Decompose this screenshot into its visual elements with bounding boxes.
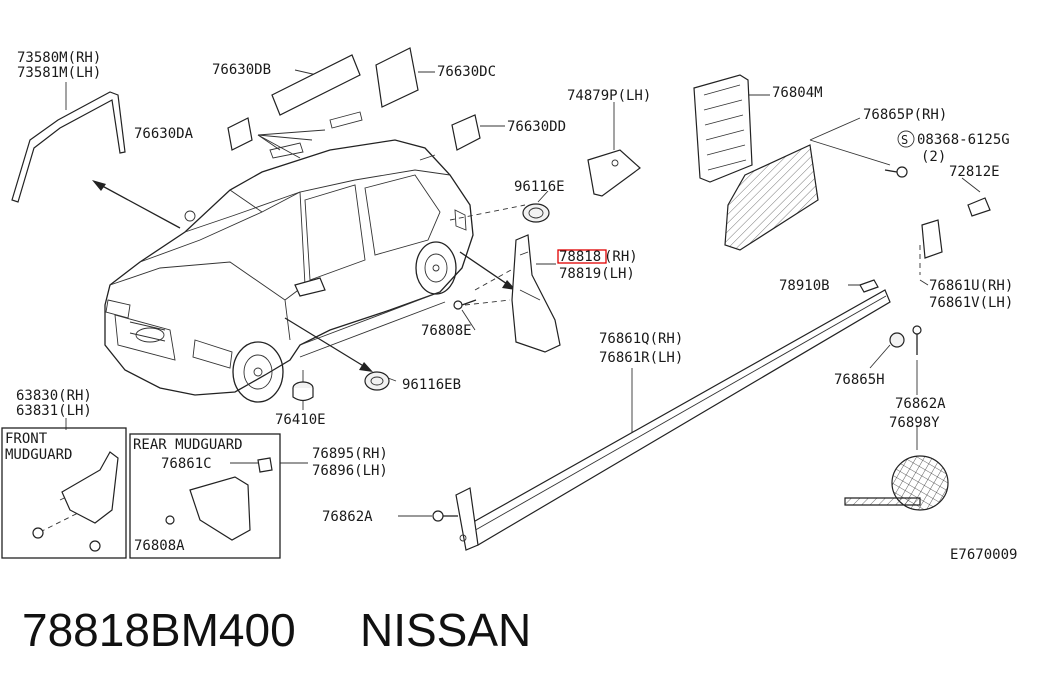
- part-08368-screw[interactable]: [884, 166, 908, 178]
- part-72812e-clip[interactable]: [967, 197, 991, 217]
- label-76630da[interactable]: 76630DA: [134, 126, 194, 142]
- label-76861q[interactable]: 76861Q(RH): [599, 331, 683, 347]
- label-08368[interactable]: 08368-6125G: [917, 132, 1010, 148]
- rear-mudguard-box: [129, 433, 281, 559]
- label-08368-symbol: S: [901, 133, 908, 147]
- label-76861c[interactable]: 76861C: [161, 456, 212, 472]
- label-76898y[interactable]: 76898Y: [889, 415, 940, 431]
- label-63830[interactable]: 63830(RH): [16, 388, 92, 404]
- label-76896[interactable]: 76896(LH): [312, 463, 388, 479]
- part-76862a-screw-right[interactable]: [912, 325, 922, 355]
- footer-brand: NISSAN: [360, 604, 531, 656]
- part-76861q-sill[interactable]: [455, 289, 891, 551]
- label-76630dc[interactable]: 76630DC: [437, 64, 496, 80]
- label-76861v[interactable]: 76861V(LH): [929, 295, 1013, 311]
- leader-lines: [39, 69, 981, 533]
- part-96116e-grommet[interactable]: [522, 203, 550, 223]
- footer-part-number: 78818BM400: [22, 604, 296, 656]
- part-76862a-screw-left[interactable]: [432, 510, 458, 522]
- part-78910b-clip[interactable]: [859, 279, 879, 293]
- label-76808e[interactable]: 76808E: [421, 323, 472, 339]
- label-96116e[interactable]: 96116E: [514, 179, 565, 195]
- part-76804m-vent[interactable]: [693, 74, 753, 183]
- part-96116eb-grommet[interactable]: [364, 371, 390, 391]
- label-08368-qty: (2): [921, 149, 946, 165]
- front-mudguard-title-1: FRONT: [5, 431, 48, 447]
- standard-part-symbol: [897, 130, 915, 148]
- label-76865h[interactable]: 76865H: [834, 372, 885, 388]
- label-76630dd[interactable]: 76630DD: [507, 119, 566, 135]
- label-76861r[interactable]: 76861R(LH): [599, 350, 683, 366]
- label-76861u[interactable]: 76861U(RH): [929, 278, 1013, 294]
- label-78818-side: (RH): [604, 249, 638, 265]
- part-76898y-grid[interactable]: [844, 455, 949, 511]
- part-76861u-bracket[interactable]: [921, 219, 943, 259]
- labels: 73580M(RH) 73581M(LH) 76630DB 76630DC 76…: [5, 50, 1017, 563]
- label-76895[interactable]: 76895(RH): [312, 446, 388, 462]
- label-78819[interactable]: 78819(LH): [559, 266, 635, 282]
- part-76630da-pad[interactable]: [227, 117, 253, 151]
- part-76865p-insulator[interactable]: [724, 144, 819, 251]
- label-76804m[interactable]: 76804M: [772, 85, 823, 101]
- part-74879p-bracket[interactable]: [587, 149, 641, 197]
- label-76630db[interactable]: 76630DB: [212, 62, 271, 78]
- part-78818-mudguard-bracket[interactable]: [511, 234, 561, 353]
- label-96116eb[interactable]: 96116EB: [402, 377, 461, 393]
- label-78818-code[interactable]: 78818: [559, 249, 601, 265]
- label-73580m[interactable]: 73580M(RH): [17, 50, 101, 66]
- part-76410e-plug[interactable]: [292, 381, 314, 402]
- front-mudguard-box: [1, 427, 127, 559]
- footer: 78818BM400 NISSAN: [22, 604, 531, 656]
- part-73580m-molding[interactable]: [11, 91, 126, 203]
- part-76630db-pad[interactable]: [271, 54, 361, 116]
- label-76865p[interactable]: 76865P(RH): [863, 107, 947, 123]
- part-76630dd-pad[interactable]: [451, 114, 481, 151]
- diagram-code: E7670009: [950, 547, 1017, 563]
- part-76808e-screw[interactable]: [453, 299, 477, 310]
- label-78910b[interactable]: 78910B: [779, 278, 830, 294]
- label-76862a-left[interactable]: 76862A: [322, 509, 373, 525]
- highlight-box: [557, 249, 607, 264]
- label-74879p[interactable]: 74879P(LH): [567, 88, 651, 104]
- label-63831[interactable]: 63831(LH): [16, 403, 92, 419]
- label-76410e[interactable]: 76410E: [275, 412, 326, 428]
- part-76865h-nut[interactable]: [889, 332, 905, 348]
- label-76808a[interactable]: 76808A: [134, 538, 185, 554]
- label-76862a-right[interactable]: 76862A: [895, 396, 946, 412]
- front-mudguard-title-2: MUDGUARD: [5, 447, 72, 463]
- part-76630dc-pad[interactable]: [375, 47, 419, 108]
- rear-mudguard-title: REAR MUDGUARD: [133, 437, 243, 453]
- car-illustration: [104, 111, 474, 403]
- label-73581m[interactable]: 73581M(LH): [17, 65, 101, 81]
- label-72812e[interactable]: 72812E: [949, 164, 1000, 180]
